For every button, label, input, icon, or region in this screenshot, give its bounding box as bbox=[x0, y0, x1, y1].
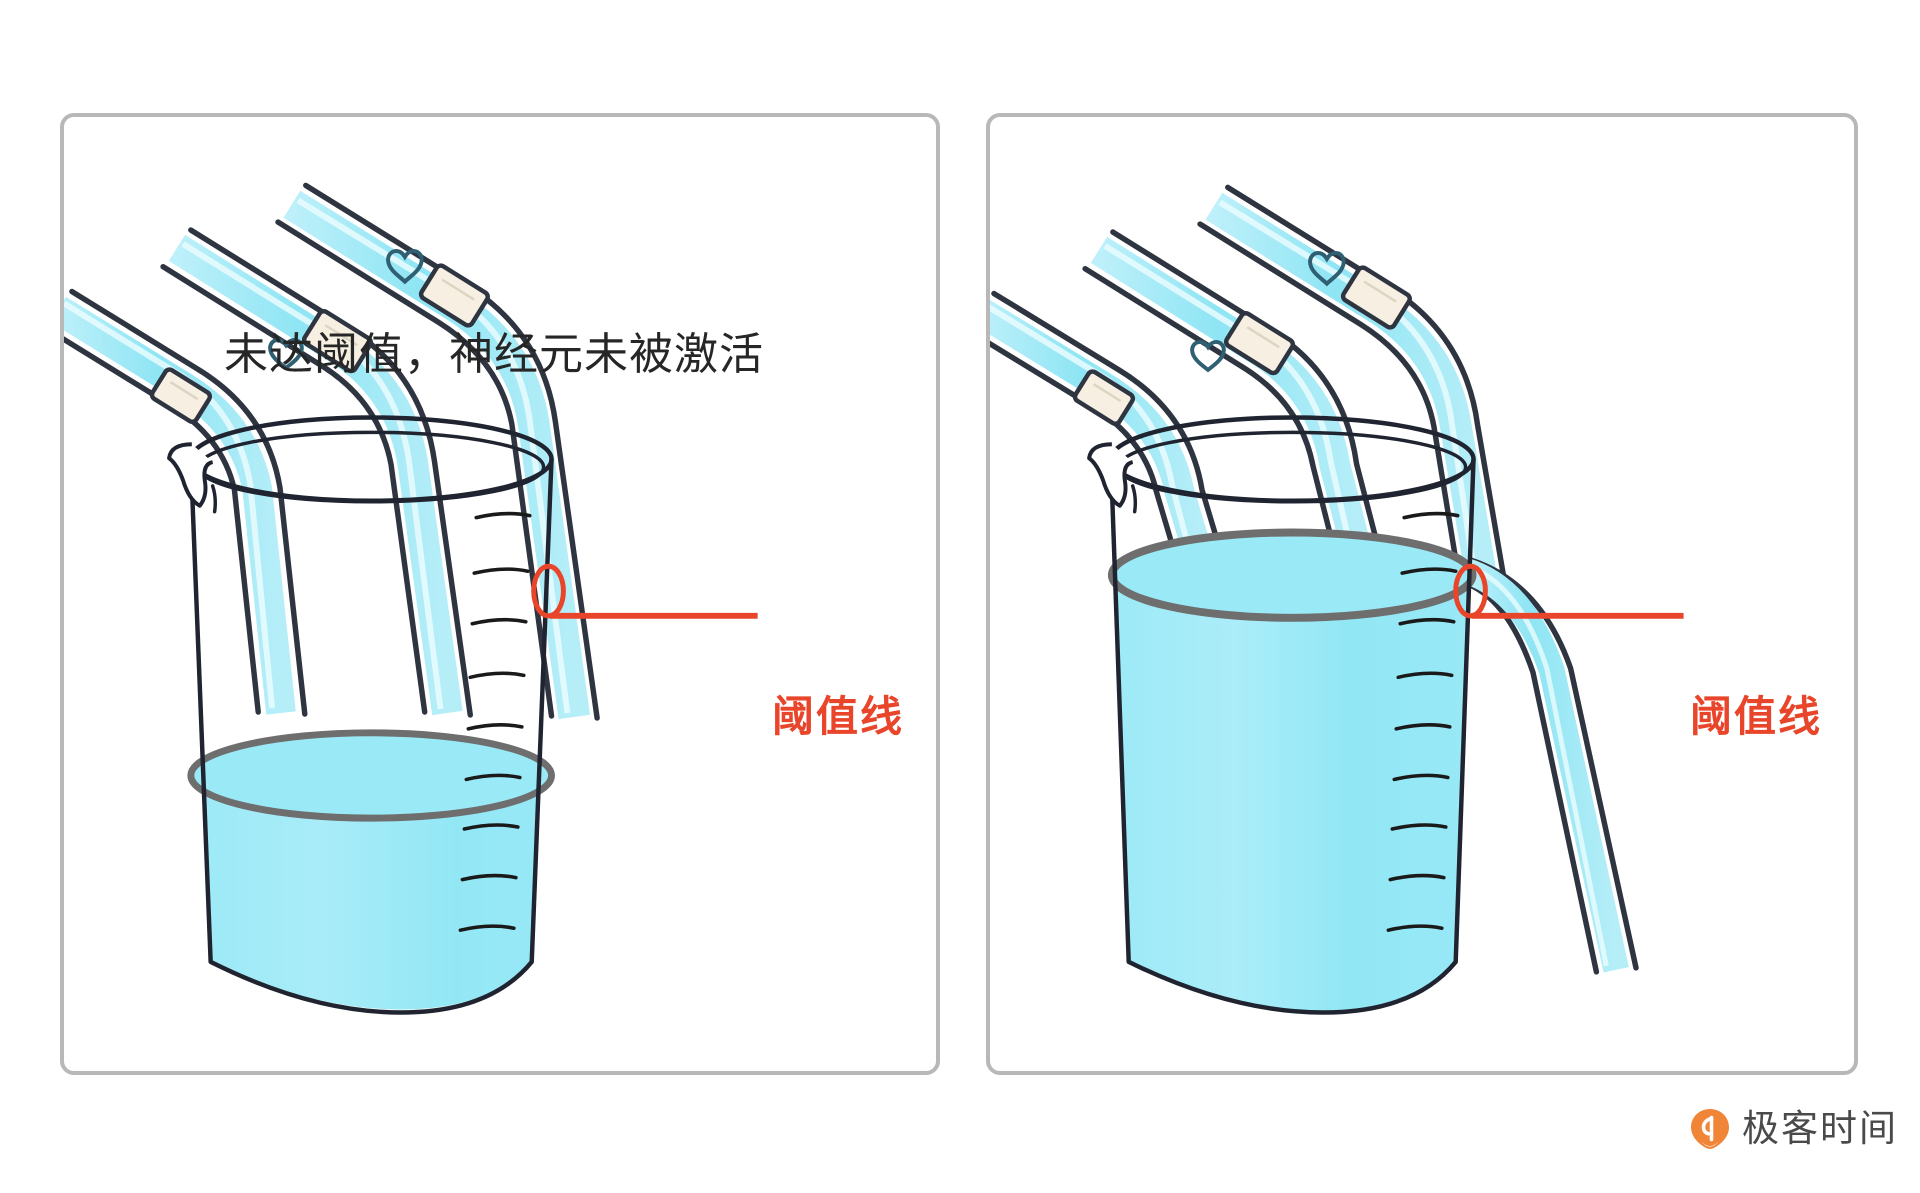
geekbang-logo-icon bbox=[1691, 1109, 1729, 1149]
beaker-glass bbox=[167, 415, 555, 1015]
beaker-rim-outer bbox=[188, 415, 554, 504]
graduation-marks bbox=[458, 511, 532, 932]
outflow-tube bbox=[1452, 557, 1639, 975]
heart-icon bbox=[1190, 251, 1346, 373]
beaker-water bbox=[190, 773, 552, 1010]
beaker-glass bbox=[1087, 415, 1477, 1015]
brand-watermark: 极客时间 bbox=[1689, 1108, 1898, 1150]
water-surface-fill bbox=[1111, 532, 1473, 618]
panel-above-threshold: 达到阈值，激活神经元 向下游传递信号 bbox=[986, 113, 1858, 1075]
inflow-tubes bbox=[64, 182, 600, 721]
beaker-rim-outer bbox=[1108, 415, 1476, 504]
water-surface-fill bbox=[190, 732, 552, 819]
threshold-circle-icon bbox=[531, 563, 758, 619]
beaker-illustration-below-threshold bbox=[64, 182, 758, 1015]
beaker-wall bbox=[188, 459, 554, 1015]
beaker-rim-inner bbox=[197, 430, 546, 504]
beaker-rim-inner bbox=[1117, 430, 1468, 504]
threshold-label-right: 阈值线 bbox=[1690, 693, 1823, 740]
threshold-label-left: 阈值线 bbox=[772, 693, 905, 740]
panel-title-below-threshold: 未达阈值，神经元未被激活 bbox=[224, 330, 764, 379]
panel-below-threshold: 未达阈值，神经元未被激活 bbox=[60, 113, 940, 1075]
beaker-water bbox=[1110, 575, 1474, 1013]
beaker-wall bbox=[1108, 459, 1476, 1015]
water-surface-line bbox=[1107, 528, 1477, 622]
beaker-illustration-above-threshold bbox=[990, 184, 1684, 1015]
beaker-spout bbox=[167, 442, 214, 508]
threshold-circle-icon bbox=[1453, 563, 1684, 619]
water-surface-line bbox=[187, 729, 555, 822]
inflow-tubes bbox=[990, 184, 1506, 577]
brand-name: 极客时间 bbox=[1742, 1108, 1898, 1149]
beaker-spout bbox=[1087, 442, 1134, 508]
graduation-marks bbox=[1386, 511, 1460, 932]
tube-clamps bbox=[1072, 265, 1412, 426]
